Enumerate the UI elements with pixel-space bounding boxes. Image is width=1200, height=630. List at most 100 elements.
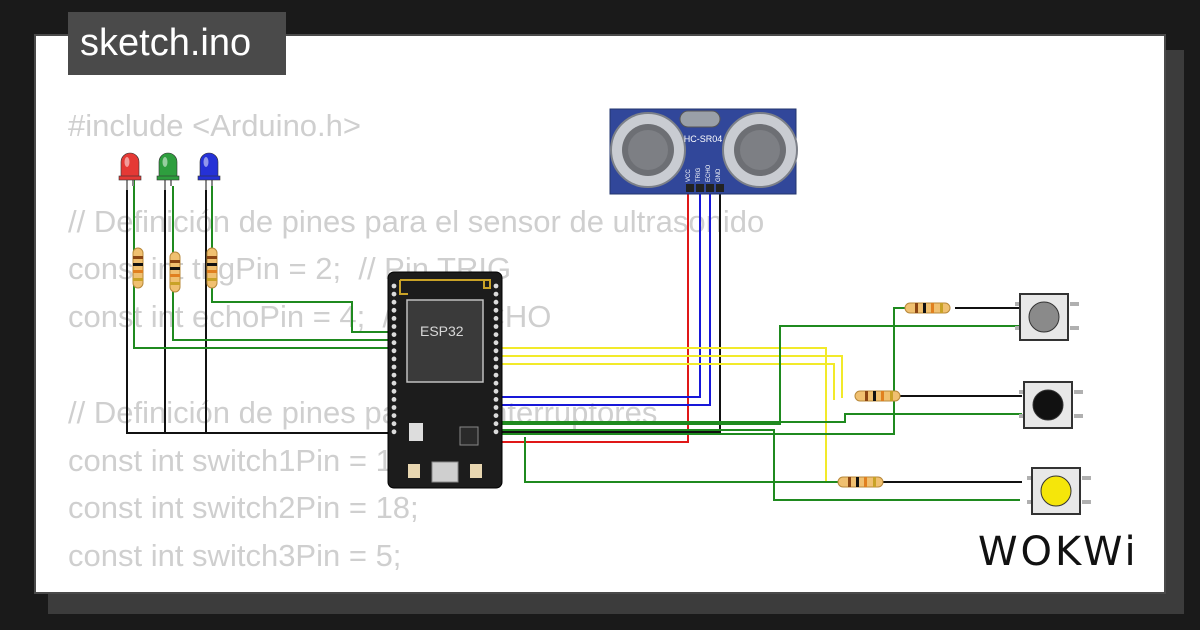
resistor-band (133, 263, 143, 266)
esp32-pin-left (391, 340, 397, 346)
wire-sensor-gnd (497, 192, 721, 433)
button-leg (1082, 500, 1091, 504)
wire-resistor1 (497, 307, 908, 435)
resistor-band (207, 270, 217, 273)
esp32-pin-left (391, 356, 397, 362)
resistor-band (133, 256, 143, 259)
wire-switch1-signal (497, 347, 827, 482)
esp32-pin-left (391, 299, 397, 305)
blue-led (197, 152, 221, 190)
resistor-band (207, 256, 217, 259)
resistor-button3 (837, 476, 884, 488)
sensor-crystal (679, 110, 721, 128)
esp32-pin-right (493, 299, 499, 305)
esp32-pin-left (391, 332, 397, 337)
esp32-pin-left (391, 421, 397, 427)
esp32-label: ESP32 (420, 323, 464, 339)
wire-switch2-signal (497, 355, 843, 398)
wire-sensor-trig (497, 192, 701, 398)
code-line: const int switch2Pin = 18; (68, 490, 419, 526)
resistor-button2 (854, 390, 901, 402)
button-leg (1070, 302, 1079, 306)
esp32-chip (459, 426, 479, 446)
esp32-pin-left (391, 324, 397, 329)
button-leg (1082, 476, 1091, 480)
red-led (118, 152, 142, 190)
led-dome (120, 152, 140, 179)
resistor-band (170, 267, 180, 270)
resistor-band (881, 391, 884, 401)
esp32-pin-right (493, 307, 499, 313)
sensor-pin-label: GND (716, 168, 722, 182)
esp32-pin-right (493, 388, 499, 394)
sensor-pin-label: TRIG (696, 167, 702, 182)
code-line: // Definición de pines para el sensor de… (68, 203, 765, 239)
wire-resistor3 (524, 437, 875, 483)
resistor-band (873, 477, 876, 487)
esp32-pin-right (493, 372, 499, 378)
sensor-mesh-inner (628, 130, 668, 170)
wire-sensor-vcc (497, 192, 689, 443)
resistor-band (915, 303, 918, 313)
sensor-pin (716, 184, 724, 192)
resistor-band (207, 263, 217, 266)
esp32-pin-left (391, 429, 397, 435)
esp32-pin-right (493, 283, 499, 289)
code-line: #include <Arduino.h> (68, 108, 362, 143)
esp32-pin-right (493, 348, 499, 354)
esp32-pin-left (391, 372, 397, 378)
button-cap (1028, 301, 1060, 333)
resistor-band (170, 282, 180, 285)
resistor-body (132, 247, 144, 289)
black-pushbutton (1019, 381, 1083, 429)
esp32-pin-left (391, 348, 397, 354)
esp32-pin-right (493, 324, 499, 329)
resistor-band (207, 278, 217, 281)
wire-red-led-signal (133, 180, 392, 349)
esp32-pin-right (493, 356, 499, 362)
led-highlight (124, 157, 130, 167)
code-line: const int switch3Pin = 5; (68, 538, 402, 574)
esp32-pin-left (391, 291, 397, 297)
wire-button2-power (497, 413, 1022, 423)
resistor-band (873, 391, 876, 401)
resistor-band (856, 477, 859, 487)
resistor-button1 (904, 302, 951, 314)
resistor-body (169, 251, 181, 293)
button-leg (1074, 414, 1083, 418)
resistor-band (890, 391, 893, 401)
esp32-pin-right (493, 364, 499, 370)
esp32-pin-left (391, 405, 397, 410)
esp32-pin-right (493, 429, 499, 435)
esp32-pin-left (391, 388, 397, 394)
wire-red-led-gnd (126, 180, 392, 434)
wire-button3-power (497, 429, 1020, 501)
resistor-green-led (169, 251, 181, 293)
file-title-badge[interactable]: sketch.ino (68, 12, 286, 75)
wire-sensor-echo (497, 192, 711, 406)
wokwi-logo: WOKWi (978, 529, 1139, 575)
esp32-module (406, 299, 484, 383)
led-rim (118, 175, 142, 181)
esp32-pin-right (493, 397, 499, 402)
esp32-pin-right (493, 421, 499, 427)
led-dome (158, 152, 178, 179)
sensor-label: HC-SR04 (684, 134, 723, 144)
led-highlight (203, 157, 209, 167)
wire-green-led-signal (172, 186, 392, 341)
resistor-band (923, 303, 926, 313)
resistor-band (848, 477, 851, 487)
resistor-body (904, 302, 951, 314)
led-rim (197, 175, 221, 181)
green-led (156, 152, 180, 190)
esp32-boot-button (408, 464, 420, 478)
resistor-body (854, 390, 901, 402)
resistor-band (133, 270, 143, 273)
esp32-pin-left (391, 316, 397, 321)
button-cap (1040, 475, 1072, 507)
esp32-pin-left (391, 380, 397, 386)
sensor-pin-label: ECHO (706, 164, 712, 182)
resistor-blue-led (206, 247, 218, 289)
